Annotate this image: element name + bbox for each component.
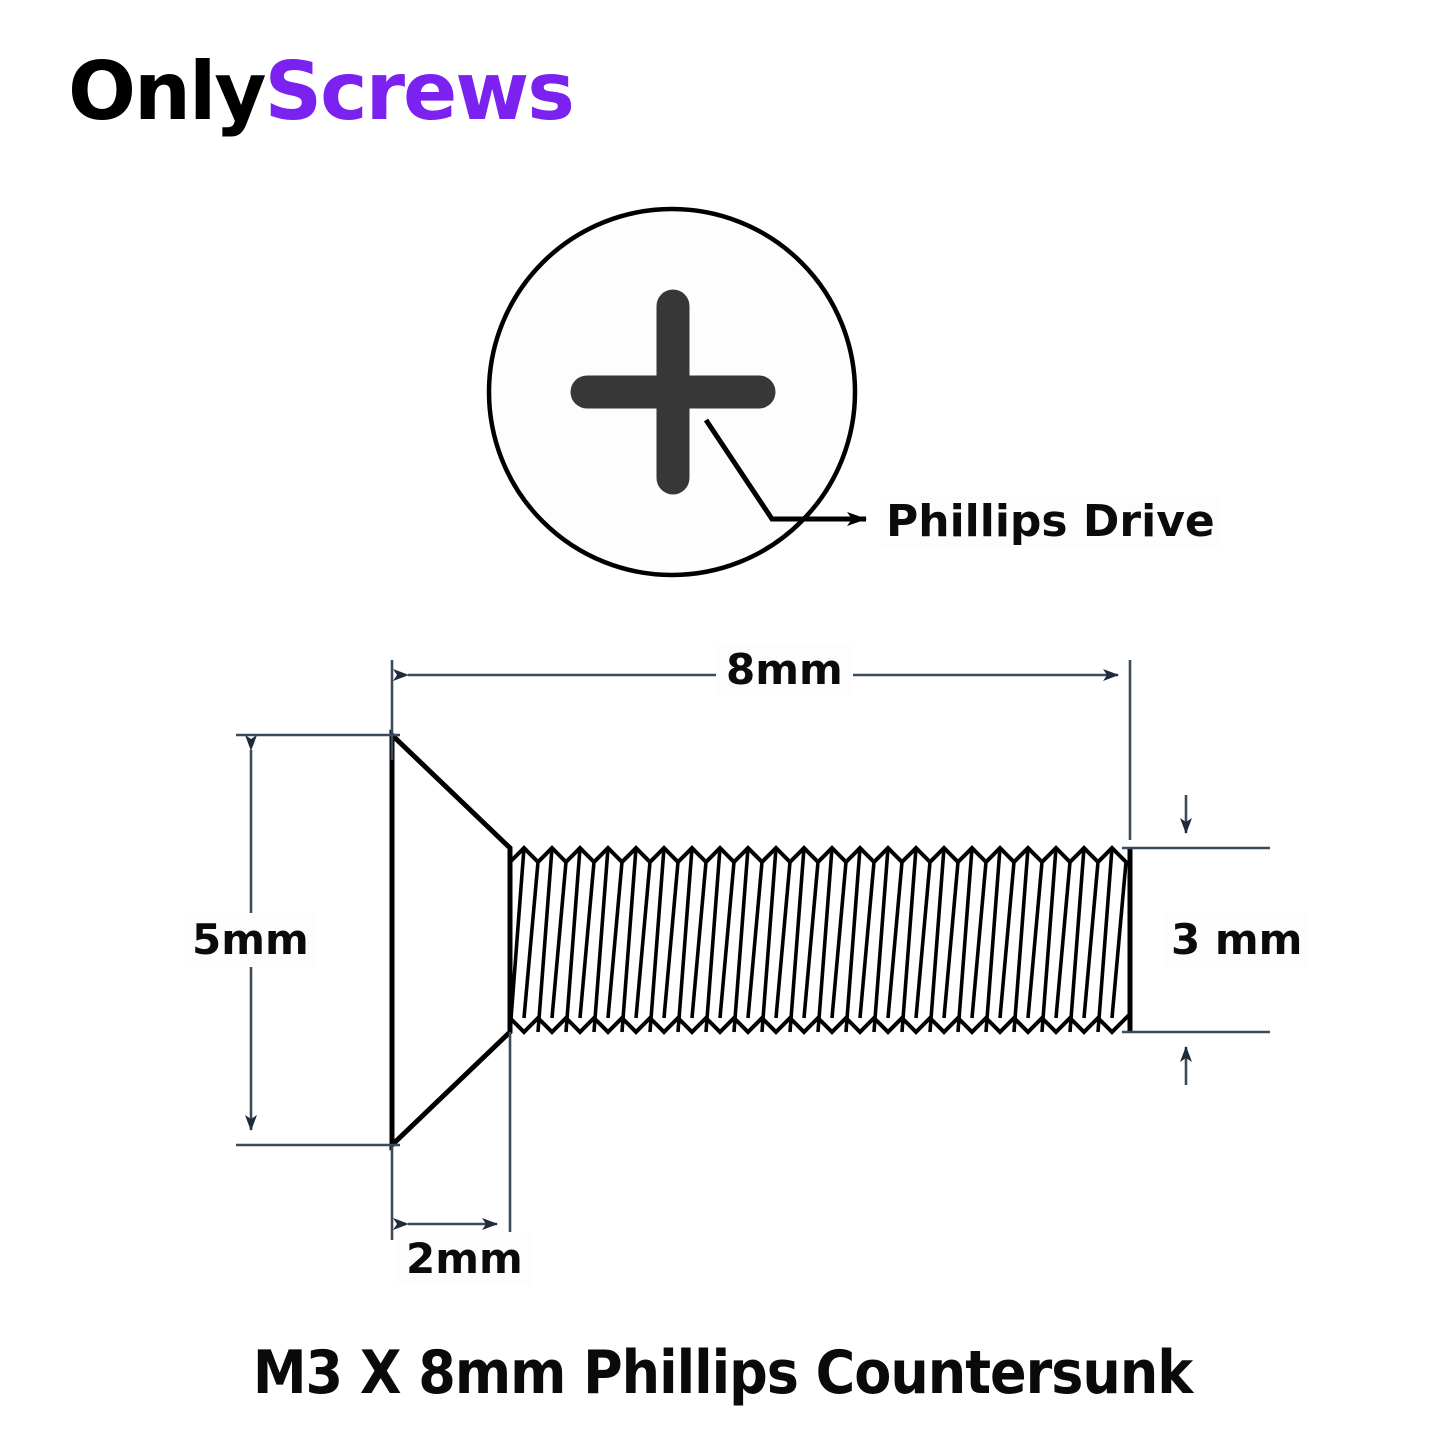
dimension-label-length: 8mm <box>716 645 853 695</box>
dimension-label-head-diameter: 5mm <box>184 913 317 967</box>
phillips-cross-icon <box>570 289 776 495</box>
brand-logo-part-2: Screws <box>264 45 575 138</box>
brand-logo[interactable]: OnlyScrews <box>68 52 575 132</box>
drive-detail-group <box>486 206 867 578</box>
product-title: M3 X 8mm Phillips Countersunk <box>252 1338 1193 1408</box>
drive-callout-leader-line <box>703 418 867 526</box>
thread-crest-line <box>508 845 1132 868</box>
countersunk-head-profile <box>389 729 513 1151</box>
dimension-head-height-2mm <box>390 1032 512 1240</box>
dimension-thread-diameter-3mm <box>1122 795 1270 1085</box>
dimension-label-head-height: 2mm <box>398 1232 531 1286</box>
thread-root-line <box>508 1012 1132 1035</box>
dimension-label-thread-diameter: 3 mm <box>1163 913 1311 967</box>
thread-flank-lines <box>508 847 1128 1033</box>
screw-geometry-group <box>389 729 1133 1151</box>
brand-logo-part-1: Only <box>68 45 267 138</box>
drive-callout-label: Phillips Drive <box>880 496 1221 548</box>
thread-profile <box>507 845 1133 1035</box>
